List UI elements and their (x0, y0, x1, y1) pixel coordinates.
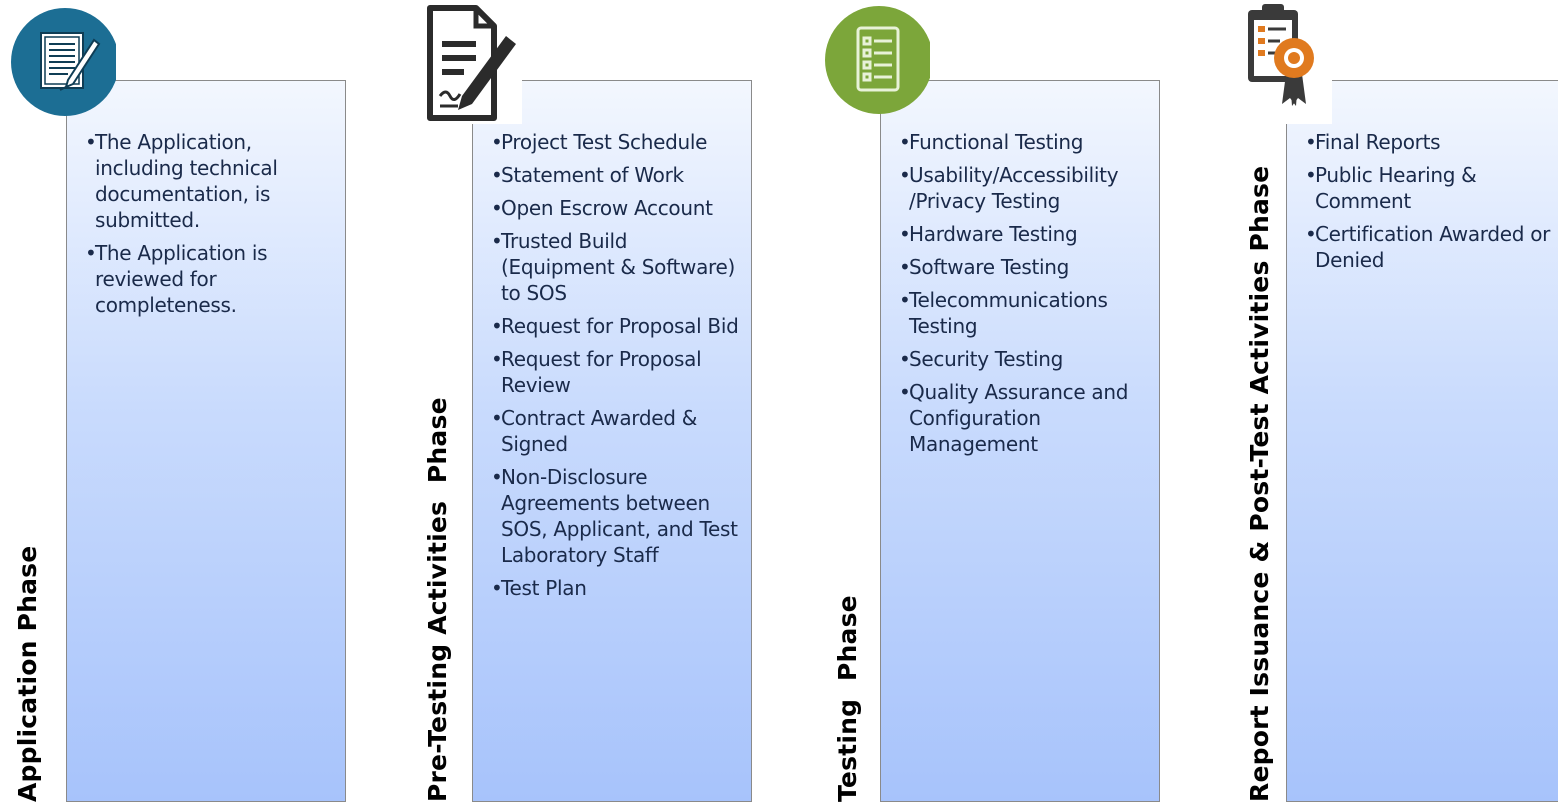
list-item: Telecommunications Testing (899, 287, 1149, 339)
phase-item-list: The Application, including technical doc… (85, 129, 335, 325)
phase-pre-testing: Pre-Testing Activities Phase Project Tes… (410, 0, 760, 806)
contract-sign-icon (414, 0, 522, 124)
list-item: Functional Testing (899, 129, 1149, 155)
phase-application: Application Phase The Application, inclu… (0, 0, 350, 806)
list-item: Request for Proposal Bid (491, 313, 741, 339)
phase-card: Functional Testing Usability/Accessibili… (880, 80, 1160, 802)
phase-item-list: Final Reports Public Hearing & Comment C… (1305, 129, 1555, 280)
phase-title-text: Report Issuance & Post-Test Activities P… (1245, 165, 1274, 802)
phase-title-text: Application Phase (13, 545, 42, 802)
list-item: Open Escrow Account (491, 195, 741, 221)
phase-item-list: Project Test Schedule Statement of Work … (491, 129, 741, 608)
list-item: Public Hearing & Comment (1305, 162, 1555, 214)
list-item: The Application is reviewed for complete… (85, 240, 335, 318)
list-item: Statement of Work (491, 162, 741, 188)
document-edit-icon (8, 0, 119, 124)
list-item: The Application, including technical doc… (85, 129, 335, 233)
list-item: Final Reports (1305, 129, 1555, 155)
phase-card: Project Test Schedule Statement of Work … (472, 80, 752, 802)
list-item: Hardware Testing (899, 221, 1149, 247)
list-item: Project Test Schedule (491, 129, 741, 155)
phase-title-text: Pre-Testing Activities Phase (423, 397, 452, 802)
list-item: Request for Proposal Review (491, 346, 741, 398)
phase-card: The Application, including technical doc… (66, 80, 346, 802)
phase-report-issuance: Report Issuance & Post-Test Activities P… (1224, 0, 1558, 806)
checklist-icon (822, 0, 933, 124)
list-item: Quality Assurance and Configuration Mana… (899, 379, 1149, 457)
phase-testing: Testing Phase Functional Testing Usabili… (820, 0, 1170, 806)
phase-title-text: Testing Phase (833, 595, 862, 802)
list-item: Usability/Accessibility /Privacy Testing (899, 162, 1149, 214)
list-item: Security Testing (899, 346, 1149, 372)
list-item: Certification Awarded or Denied (1305, 221, 1555, 273)
clipboard-award-icon (1224, 0, 1332, 124)
list-item: Contract Awarded & Signed (491, 405, 741, 457)
list-item: Non-Disclosure Agreements between SOS, A… (491, 464, 741, 568)
list-item: Trusted Build (Equipment & Software) to … (491, 228, 741, 306)
list-item: Software Testing (899, 254, 1149, 280)
list-item: Test Plan (491, 575, 741, 601)
phase-item-list: Functional Testing Usability/Accessibili… (899, 129, 1149, 464)
phase-card: Final Reports Public Hearing & Comment C… (1286, 80, 1558, 802)
